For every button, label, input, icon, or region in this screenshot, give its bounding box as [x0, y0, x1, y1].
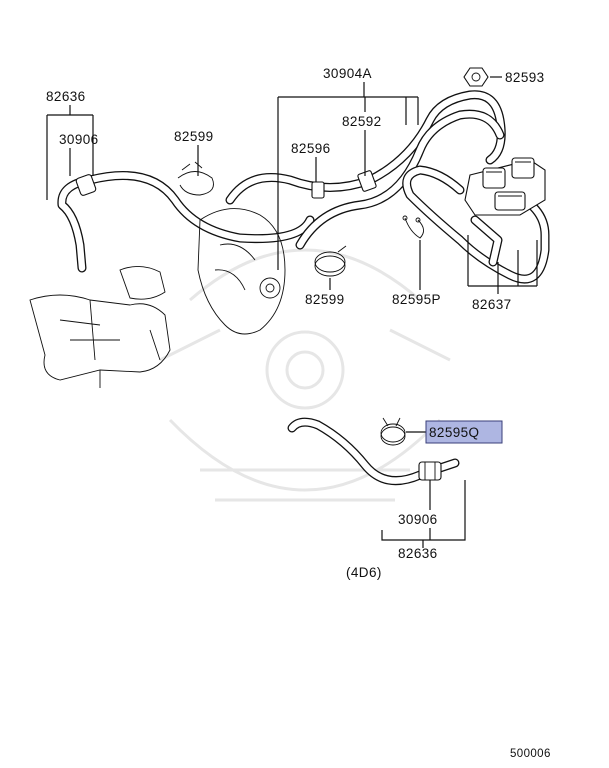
joint-30906-lower[interactable] — [418, 461, 442, 481]
label-82637[interactable]: 82637 — [472, 297, 512, 312]
diagram-code: 500006 — [510, 748, 551, 760]
joint-sleeve-mid — [311, 170, 377, 199]
hose-loop-82637[interactable] — [402, 165, 550, 284]
label-82599-mid[interactable]: 82599 — [305, 292, 345, 307]
solenoid-valve-assembly[interactable] — [464, 157, 546, 216]
label-30906-bottom[interactable]: 30906 — [398, 512, 438, 527]
clamp-82599-mid[interactable] — [314, 245, 347, 277]
watermark-emblem — [159, 248, 451, 502]
label-30904A[interactable]: 30904A — [323, 66, 372, 81]
label-30906-top[interactable]: 30906 — [59, 132, 99, 147]
clamp-82599-top[interactable] — [177, 161, 214, 196]
leader-lines — [46, 76, 538, 548]
label-82636-top[interactable]: 82636 — [46, 89, 86, 104]
label-82636-bottom[interactable]: 82636 — [398, 546, 438, 561]
hose-82592[interactable] — [225, 90, 506, 205]
nut-82593[interactable] — [463, 67, 489, 87]
label-82595Q[interactable]: 82595Q — [429, 425, 479, 440]
clamp-82595Q[interactable] — [380, 417, 406, 446]
label-82592[interactable]: 82592 — [342, 114, 382, 129]
clamp-82595P[interactable] — [402, 215, 424, 239]
label-82595P[interactable]: 82595P — [392, 292, 441, 307]
highlight-box-82595Q — [425, 420, 503, 444]
hose-82636-lower[interactable] — [287, 417, 460, 486]
label-82593[interactable]: 82593 — [505, 70, 545, 85]
label-4D6: (4D6) — [346, 565, 382, 580]
label-82596[interactable]: 82596 — [291, 141, 331, 156]
hose-82636-upper[interactable] — [57, 171, 315, 273]
joint-30906-top[interactable] — [75, 174, 97, 196]
hose-82596[interactable] — [295, 109, 505, 250]
label-82599-top[interactable]: 82599 — [174, 129, 214, 144]
engine-housing-sketch — [29, 208, 286, 388]
